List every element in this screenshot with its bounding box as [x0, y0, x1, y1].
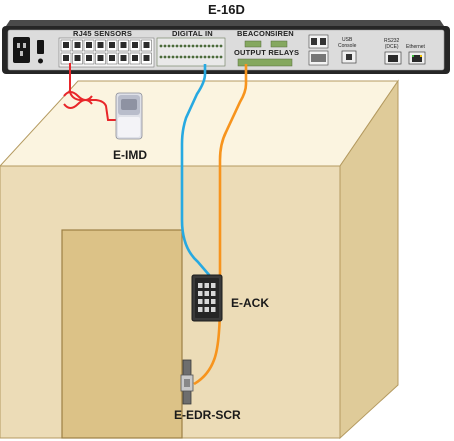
digital-in-terminal	[183, 55, 187, 59]
rj45-port	[106, 52, 118, 65]
motion-detector	[115, 92, 143, 140]
output-relays-terminal	[237, 58, 293, 67]
orange-relay-cable	[193, 64, 248, 386]
door	[61, 229, 183, 439]
rj45-sensors-label: RJ45 SENSORS	[73, 29, 133, 38]
keypad-key	[204, 291, 209, 296]
digital-in-terminal	[179, 44, 183, 48]
digital-in-terminal	[175, 55, 179, 59]
blue-digital-cable	[180, 64, 211, 277]
red-sensor-cable	[69, 63, 116, 121]
rj45-port	[60, 52, 72, 65]
digital-in-terminal	[219, 44, 223, 48]
digital-in-terminal	[159, 55, 163, 59]
red-sensor-cable-loop	[63, 91, 93, 101]
keypad-key	[211, 307, 216, 312]
rj45-port	[118, 52, 129, 65]
keypad-key	[198, 299, 203, 304]
digital-in-terminal	[203, 44, 207, 48]
rj45-port	[118, 39, 129, 52]
digital-in-block	[156, 37, 226, 67]
digital-in-terminal	[163, 44, 167, 48]
digital-in-terminal	[203, 55, 207, 59]
siren-terminal	[270, 40, 288, 48]
rj45-port	[60, 39, 72, 52]
keypad-label: E-ACK	[231, 296, 269, 310]
digital-in-terminal	[163, 55, 167, 59]
digital-in-terminal	[215, 55, 219, 59]
room-floor	[0, 80, 399, 167]
keypad-key	[204, 307, 209, 312]
digital-in-terminal	[215, 44, 219, 48]
rj45-port	[95, 39, 106, 52]
keypad-key	[204, 283, 209, 288]
ethernet-label: Ethernet	[406, 44, 425, 50]
digital-in-terminal	[183, 44, 187, 48]
digital-in-terminal	[179, 55, 183, 59]
digital-in-terminal	[191, 55, 195, 59]
rj45-port	[129, 52, 141, 65]
output-relays-label: OUTPUT RELAYS	[234, 48, 300, 57]
digital-in-terminal	[199, 44, 203, 48]
power-switch	[37, 40, 44, 54]
rj45-port	[141, 52, 152, 65]
keypad-key	[198, 291, 203, 296]
digital-in-terminal	[187, 44, 191, 48]
keypad-key	[211, 283, 216, 288]
e16d-unit	[2, 20, 450, 74]
digital-in-terminal	[191, 44, 195, 48]
digital-in-terminal	[207, 44, 211, 48]
digital-in-terminal	[199, 55, 203, 59]
digital-in-terminal	[171, 55, 175, 59]
access-keypad	[191, 274, 223, 322]
rj45-port	[83, 52, 95, 65]
keypad-key	[211, 291, 216, 296]
digital-in-terminal	[171, 44, 175, 48]
digital-in-terminal	[195, 44, 199, 48]
digital-in-terminal	[159, 44, 163, 48]
red-sensor-cable-loop-2	[63, 99, 93, 109]
keypad-key	[198, 283, 203, 288]
rj45-port	[95, 52, 106, 65]
beacon-label: BEACON	[237, 29, 271, 38]
rj45-port	[83, 39, 95, 52]
rj45-port	[72, 52, 83, 65]
digital-in-label: DIGITAL IN	[172, 29, 213, 38]
beacon-terminal	[244, 40, 262, 48]
keypad-key	[204, 299, 209, 304]
digital-in-terminal	[175, 44, 179, 48]
door-strike-label: E-EDR-SCR	[174, 408, 241, 422]
power-inlet	[13, 37, 30, 63]
device-title: E-16D	[208, 2, 245, 17]
siren-label: SIREN	[270, 29, 294, 38]
digital-in-terminal	[167, 44, 171, 48]
keypad-key	[211, 299, 216, 304]
motion-detector-label: E-IMD	[113, 148, 147, 162]
digital-in-terminal	[211, 44, 215, 48]
digital-in-terminal	[167, 55, 171, 59]
rs232-label: RS232 (DCE)	[384, 38, 400, 50]
keypad-key	[198, 307, 203, 312]
digital-in-terminal	[211, 55, 215, 59]
door-strike	[180, 359, 194, 405]
digital-in-terminal	[187, 55, 191, 59]
digital-in-terminal	[195, 55, 199, 59]
rj45-port	[72, 39, 83, 52]
rj45-port	[106, 39, 118, 52]
digital-in-terminal	[219, 55, 223, 59]
digital-in-terminal	[207, 55, 211, 59]
rj45-port	[129, 39, 141, 52]
usb-console-label: USB Console	[338, 37, 357, 49]
rj45-port	[141, 39, 152, 52]
